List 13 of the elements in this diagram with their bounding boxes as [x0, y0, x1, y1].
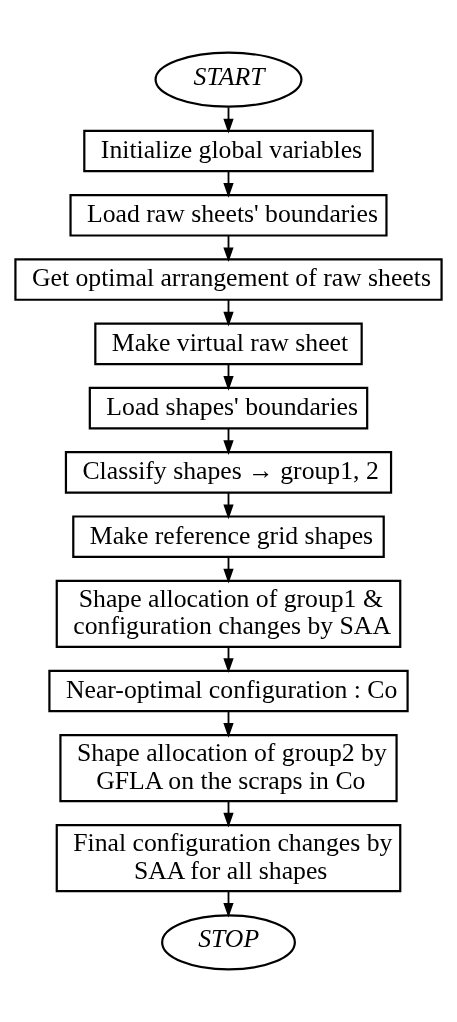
- node-box: Make virtual raw sheet: [94, 322, 363, 366]
- node-box: Load shapes' boundaries: [88, 386, 369, 430]
- node-box: Load raw sheets' boundaries: [69, 193, 388, 237]
- node-ellipse: START: [154, 51, 303, 108]
- node-box: Make reference grid shapes: [72, 515, 385, 558]
- node-box: Initialize global variables: [83, 129, 374, 173]
- node-ellipse: STOP: [161, 914, 296, 971]
- node-box: Near-optimal configuration : Co: [48, 669, 409, 713]
- node-box: Classify shapes → group1, 2: [64, 451, 393, 494]
- node-box: Shape allocation of group2 by GFLA on the scraps in Co: [59, 734, 398, 803]
- node-box: Final configuration changes by SAA for all shapes: [55, 824, 402, 893]
- node-box: Shape allocation of group1 & configuration changes by SAA: [55, 579, 402, 648]
- node-box: Get optimal arrangement of raw sheets: [14, 258, 443, 301]
